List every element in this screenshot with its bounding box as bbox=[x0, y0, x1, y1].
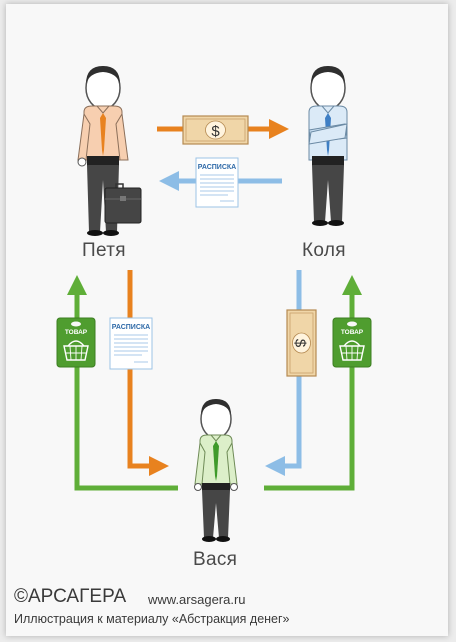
dollar-sign-top: $ bbox=[211, 123, 220, 140]
receipt-doc-left: РАСПИСКА bbox=[109, 317, 153, 370]
money-note-right: $ bbox=[286, 309, 317, 377]
brand-logo-text: ©АРСАГЕРА bbox=[14, 586, 127, 607]
receipt-title-left: РАСПИСКА bbox=[112, 324, 150, 331]
illustration-caption: Иллюстрация к материалу «Абстракция дене… bbox=[14, 612, 290, 626]
name-kolya: Коля bbox=[302, 240, 346, 261]
goods-bag-right: ТОВАР bbox=[332, 317, 372, 368]
kolya-figure bbox=[308, 66, 348, 226]
receipt-title-top: РАСПИСКА bbox=[198, 164, 236, 171]
money-note-top: $ bbox=[182, 115, 249, 145]
name-petya: Петя bbox=[82, 240, 126, 261]
briefcase-icon bbox=[104, 183, 142, 224]
petya-figure bbox=[77, 66, 142, 236]
site-link[interactable]: www.arsagera.ru bbox=[148, 592, 246, 607]
vasya-figure bbox=[194, 399, 238, 542]
name-vasya: Вася bbox=[193, 549, 238, 570]
receipt-doc-top: РАСПИСКА bbox=[195, 157, 239, 208]
goods-label-left: ТОВАР bbox=[65, 329, 88, 336]
goods-bag-left: ТОВАР bbox=[56, 317, 96, 368]
goods-label-right: ТОВАР bbox=[341, 329, 364, 336]
dollar-sign-right: $ bbox=[292, 339, 309, 348]
